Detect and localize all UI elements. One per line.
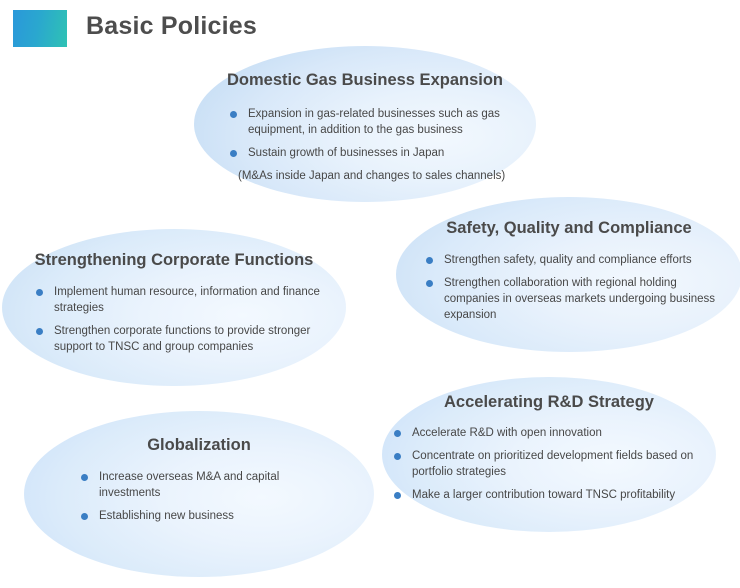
- bubble-title: Domestic Gas Business Expansion: [226, 71, 503, 89]
- list-item-text: Accelerate R&D with open innovation: [412, 427, 602, 439]
- list-item-text: Increase overseas M&A and capital invest…: [99, 471, 280, 499]
- bullet-dot-icon: [426, 257, 433, 264]
- ellipse-shape: [24, 411, 374, 577]
- list-item: Concentrate on prioritized development f…: [394, 448, 704, 480]
- bubble-safety-quality-compliance: Safety, Quality and Compliance Strengthe…: [396, 197, 740, 352]
- bubble-globalization: Globalization Increase overseas M&A and …: [24, 411, 374, 577]
- bubble-content: Accelerating R&D Strategy Accelerate R&D…: [382, 377, 716, 532]
- bubble-content: Globalization Increase overseas M&A and …: [24, 411, 374, 577]
- list-item-note: (M&As inside Japan and changes to sales …: [230, 168, 510, 184]
- bubble-domestic-gas-business-expansion: Domestic Gas Business Expansion Expansio…: [194, 46, 536, 202]
- bubble-content: Domestic Gas Business Expansion Expansio…: [194, 46, 536, 202]
- bubble-title: Accelerating R&D Strategy: [444, 393, 654, 411]
- bullet-dot-icon: [394, 492, 401, 499]
- list-item: Strengthen corporate functions to provid…: [36, 323, 336, 355]
- ellipse-shape: [382, 377, 716, 532]
- list-item: Strengthen safety, quality and complianc…: [426, 252, 716, 268]
- bullet-dot-icon: [394, 453, 401, 460]
- list-item-text: Make a larger contribution toward TNSC p…: [412, 489, 676, 501]
- bullet-dot-icon: [36, 328, 43, 335]
- list-item: Expansion in gas-related businesses such…: [230, 106, 510, 138]
- bubble-content: Safety, Quality and Compliance Strengthe…: [396, 197, 740, 352]
- bubble-title: Strengthening Corporate Functions: [34, 251, 314, 269]
- bubble-content: Strengthening Corporate Functions Implem…: [2, 229, 346, 386]
- bullet-list: Expansion in gas-related businesses such…: [230, 106, 510, 191]
- bullet-dot-icon: [36, 289, 43, 296]
- page-title: Basic Policies: [86, 12, 257, 40]
- list-item: Establishing new business: [81, 508, 331, 524]
- bullet-dot-icon: [230, 150, 237, 157]
- ellipse-shape: [2, 229, 346, 386]
- list-item-text: Establishing new business: [99, 510, 234, 522]
- bubble-strengthening-corporate-functions: Strengthening Corporate Functions Implem…: [2, 229, 346, 386]
- bullet-dot-icon: [426, 280, 433, 287]
- list-item-text: Sustain growth of businesses in Japan: [248, 147, 445, 159]
- list-item-note-text: (M&As inside Japan and changes to sales …: [238, 170, 506, 182]
- list-item-text: Expansion in gas-related businesses such…: [248, 108, 500, 136]
- list-item-text: Concentrate on prioritized development f…: [412, 450, 694, 478]
- list-item: Increase overseas M&A and capital invest…: [81, 469, 331, 501]
- bullet-dot-icon: [81, 513, 88, 520]
- bullet-dot-icon: [394, 430, 401, 437]
- slide-header: Basic Policies: [0, 0, 740, 58]
- bullet-list: Accelerate R&D with open innovation Conc…: [394, 425, 704, 510]
- bullet-dot-icon: [81, 474, 88, 481]
- list-item: Strengthen collaboration with regional h…: [426, 275, 716, 323]
- list-item-text: Strengthen corporate functions to provid…: [54, 325, 311, 353]
- bullet-list: Implement human resource, information an…: [36, 284, 336, 362]
- ellipse-shape: [194, 46, 536, 202]
- bubble-title: Safety, Quality and Compliance: [446, 219, 692, 237]
- bullet-list: Increase overseas M&A and capital invest…: [81, 469, 331, 531]
- bubble-accelerating-rd-strategy: Accelerating R&D Strategy Accelerate R&D…: [382, 377, 716, 532]
- bullet-dot-icon: [230, 111, 237, 118]
- list-item-text: Implement human resource, information an…: [54, 286, 320, 314]
- list-item-text: Strengthen safety, quality and complianc…: [444, 254, 692, 266]
- list-item-text: Strengthen collaboration with regional h…: [444, 277, 716, 321]
- list-item: Implement human resource, information an…: [36, 284, 336, 316]
- list-item: Sustain growth of businesses in Japan: [230, 145, 510, 161]
- bullet-list: Strengthen safety, quality and complianc…: [426, 252, 716, 330]
- list-item: Accelerate R&D with open innovation: [394, 425, 704, 441]
- bubble-title: Globalization: [147, 436, 251, 454]
- ellipse-shape: [396, 197, 740, 352]
- brand-gradient-swatch: [13, 10, 67, 47]
- list-item: Make a larger contribution toward TNSC p…: [394, 487, 704, 503]
